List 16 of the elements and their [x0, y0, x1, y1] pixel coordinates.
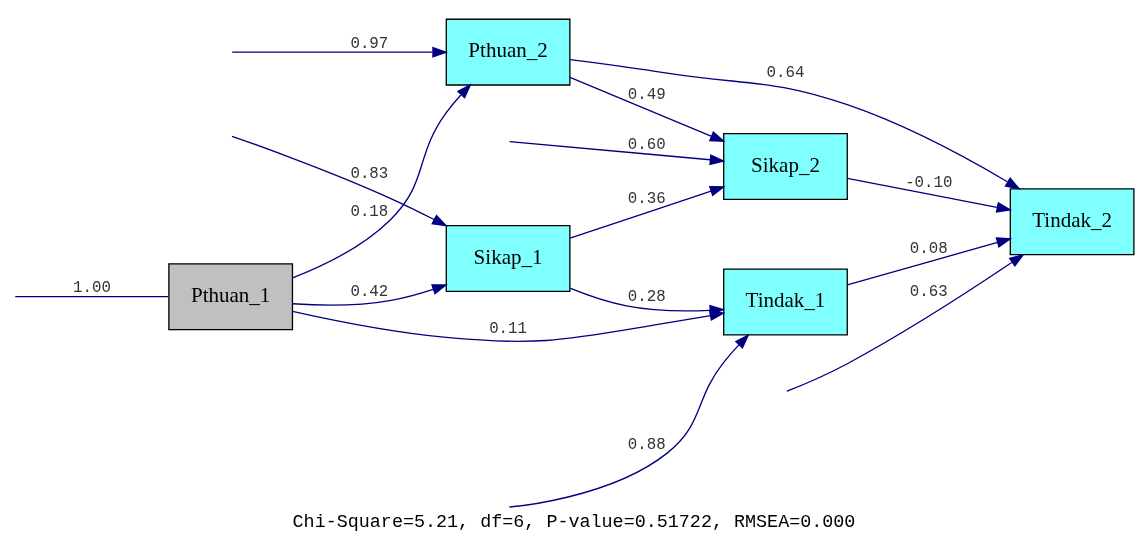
edge-label: 0.63: [909, 282, 948, 301]
edge-label: 0.83: [350, 164, 389, 183]
edge-label: 0.28: [627, 287, 666, 306]
edge-label: 0.42: [350, 282, 389, 301]
edge-label: 1.00: [73, 278, 111, 297]
edge-label: -0.10: [905, 173, 953, 192]
edge-label: 0.49: [627, 85, 666, 104]
edge-label: 0.97: [350, 34, 389, 53]
edge-label: 0.18: [350, 202, 389, 221]
caption: Chi-Square=5.21, df=6, P-value=0.51722, RMSEA=0.000: [292, 511, 856, 533]
edge-label: 0.08: [909, 239, 948, 258]
edge-label: 0.11: [489, 319, 527, 338]
edge-label: 0.88: [627, 435, 666, 454]
edge-label: 0.36: [627, 189, 666, 208]
edge-label: 0.60: [627, 135, 666, 154]
edge-label: 0.64: [766, 63, 805, 82]
